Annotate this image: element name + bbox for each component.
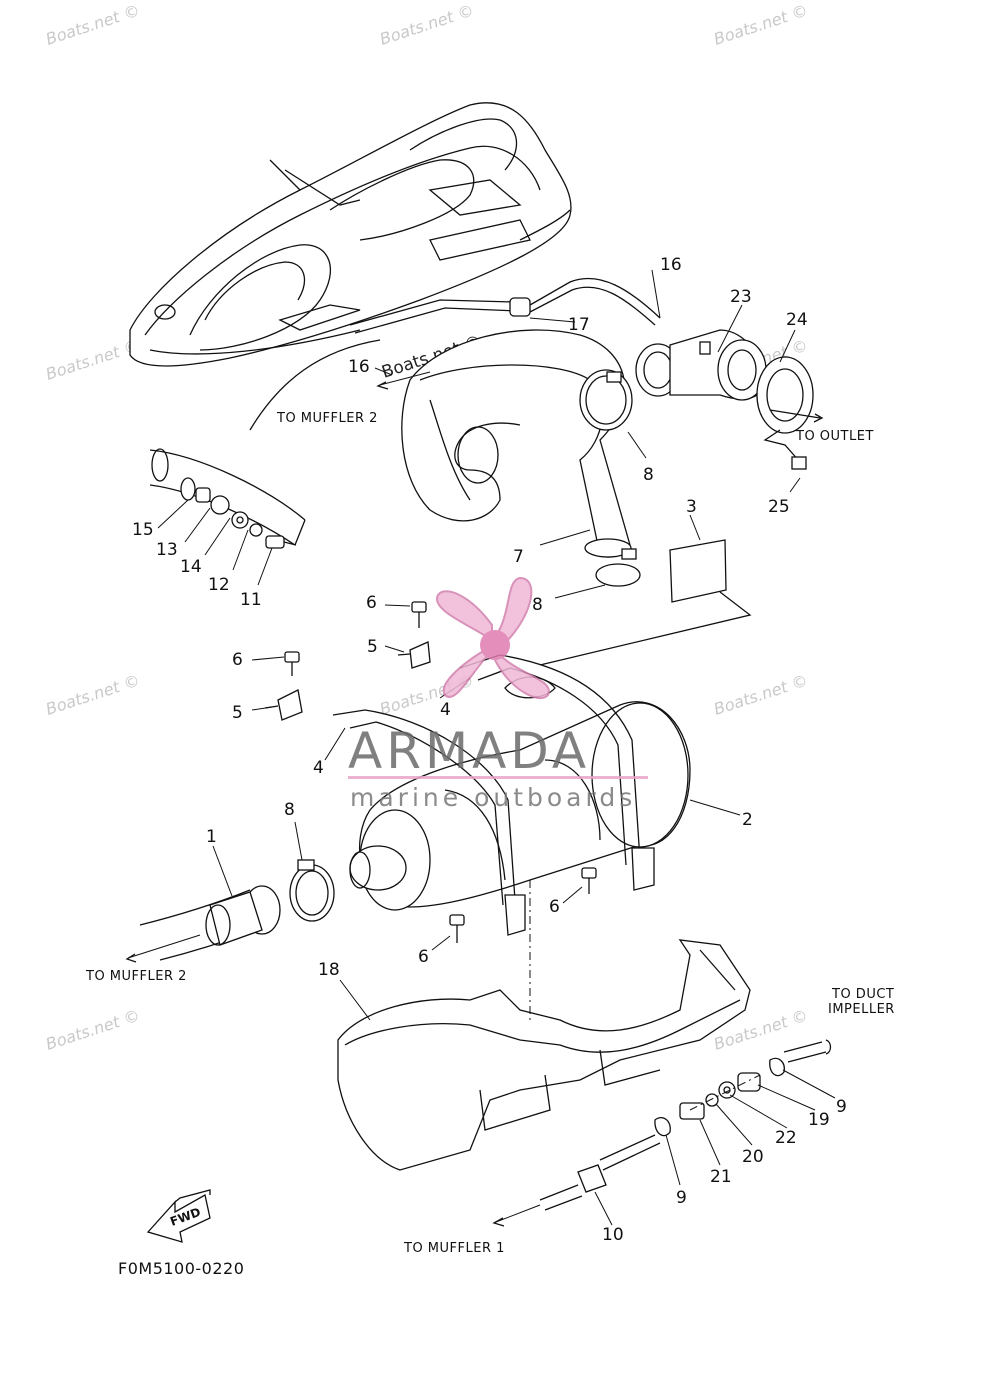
part-label-25: 25	[768, 497, 790, 517]
part-label-4: 4	[313, 758, 324, 778]
watercraft-illustration	[129, 102, 572, 367]
part-label-6: 6	[418, 947, 429, 967]
part-label-10: 10	[602, 1225, 624, 1245]
part-label-15: 15	[132, 520, 154, 540]
watermark-text: Boats.net ©	[43, 336, 142, 384]
part-label-8: 8	[643, 465, 654, 485]
part-label-1: 1	[206, 827, 217, 847]
part-label-6: 6	[366, 593, 377, 613]
part-label-6: 6	[549, 897, 560, 917]
part-label-16: 16	[660, 255, 682, 275]
part-label-3: 3	[686, 497, 697, 517]
part-label-5: 5	[232, 703, 243, 723]
part-label-8: 8	[284, 800, 295, 820]
callout-impeller: IMPELLER	[828, 1002, 895, 1017]
callout-to-muffler-2-top: TO MUFFLER 2	[276, 411, 378, 426]
muffler-tray-18	[337, 939, 751, 1171]
watermark-text: Boats.net ©	[377, 1, 476, 49]
watermark-text: Boats.net ©	[711, 1, 810, 49]
muffler-straps	[264, 641, 655, 936]
exhaust-pipe-7	[401, 329, 632, 558]
part-label-2: 2	[742, 810, 753, 830]
exhaust-elbow-23	[635, 329, 824, 470]
part-label-9: 9	[676, 1188, 687, 1208]
callout-to-duct: TO DUCT	[831, 987, 894, 1002]
hose-1	[125, 885, 281, 963]
part-label-12: 12	[208, 575, 230, 595]
heat-shield-plate-3	[539, 539, 752, 666]
bolts-6	[284, 601, 597, 943]
figure-code: F0M5100-0220	[118, 1259, 244, 1278]
brand-divider	[348, 776, 648, 779]
muffler-2	[349, 701, 691, 911]
part-label-22: 22	[775, 1128, 797, 1148]
part-label-7: 7	[513, 547, 524, 567]
part-label-8: 8	[532, 595, 543, 615]
callouts: TO MUFFLER 2 TO OUTLET TO MUFFLER 2 TO D…	[85, 371, 895, 1256]
watermark-text: Boats.net ©	[711, 671, 810, 719]
brand-name: ARMADA	[348, 722, 590, 780]
part-label-23: 23	[730, 287, 752, 307]
part-label-13: 13	[156, 540, 178, 560]
part-label-20: 20	[742, 1147, 764, 1167]
part-label-5: 5	[367, 637, 378, 657]
watermark-text: Boats.net ©	[43, 671, 142, 719]
callout-to-outlet: TO OUTLET	[795, 429, 874, 444]
hose-clamps	[289, 369, 641, 922]
armada-logo: ARMADA marine outboards	[348, 576, 648, 812]
part-label-4: 4	[440, 700, 451, 720]
forward-arrow-icon: FWD	[146, 1189, 211, 1243]
part-label-21: 21	[710, 1167, 732, 1187]
propeller-icon	[435, 576, 550, 700]
part-label-6: 6	[232, 650, 243, 670]
watermark-text: Boats.net ©	[43, 1, 142, 49]
part-label-17: 17	[568, 315, 590, 335]
pipe-assembly-17	[249, 277, 661, 431]
brand-tagline: marine outboards	[350, 783, 636, 812]
part-labels: 16 23 24 17 16 8 25 3 7 8 6 5 6 5 4 4 8 …	[132, 255, 847, 1245]
callout-to-muffler-2-bottom: TO MUFFLER 2	[85, 969, 187, 984]
part-label-11: 11	[240, 590, 262, 610]
part-label-9: 9	[836, 1097, 847, 1117]
part-label-14: 14	[180, 557, 202, 577]
part-label-18: 18	[318, 960, 340, 980]
part-label-16: 16	[348, 357, 370, 377]
watermark-text: Boats.net ©	[43, 1006, 142, 1054]
callout-to-muffler-1: TO MUFFLER 1	[403, 1241, 505, 1256]
part-label-19: 19	[808, 1110, 830, 1130]
assembly-center-lines	[529, 880, 761, 1111]
part-label-24: 24	[786, 310, 808, 330]
leader-lines	[157, 269, 836, 1226]
water-fitting-assembly	[149, 448, 306, 549]
